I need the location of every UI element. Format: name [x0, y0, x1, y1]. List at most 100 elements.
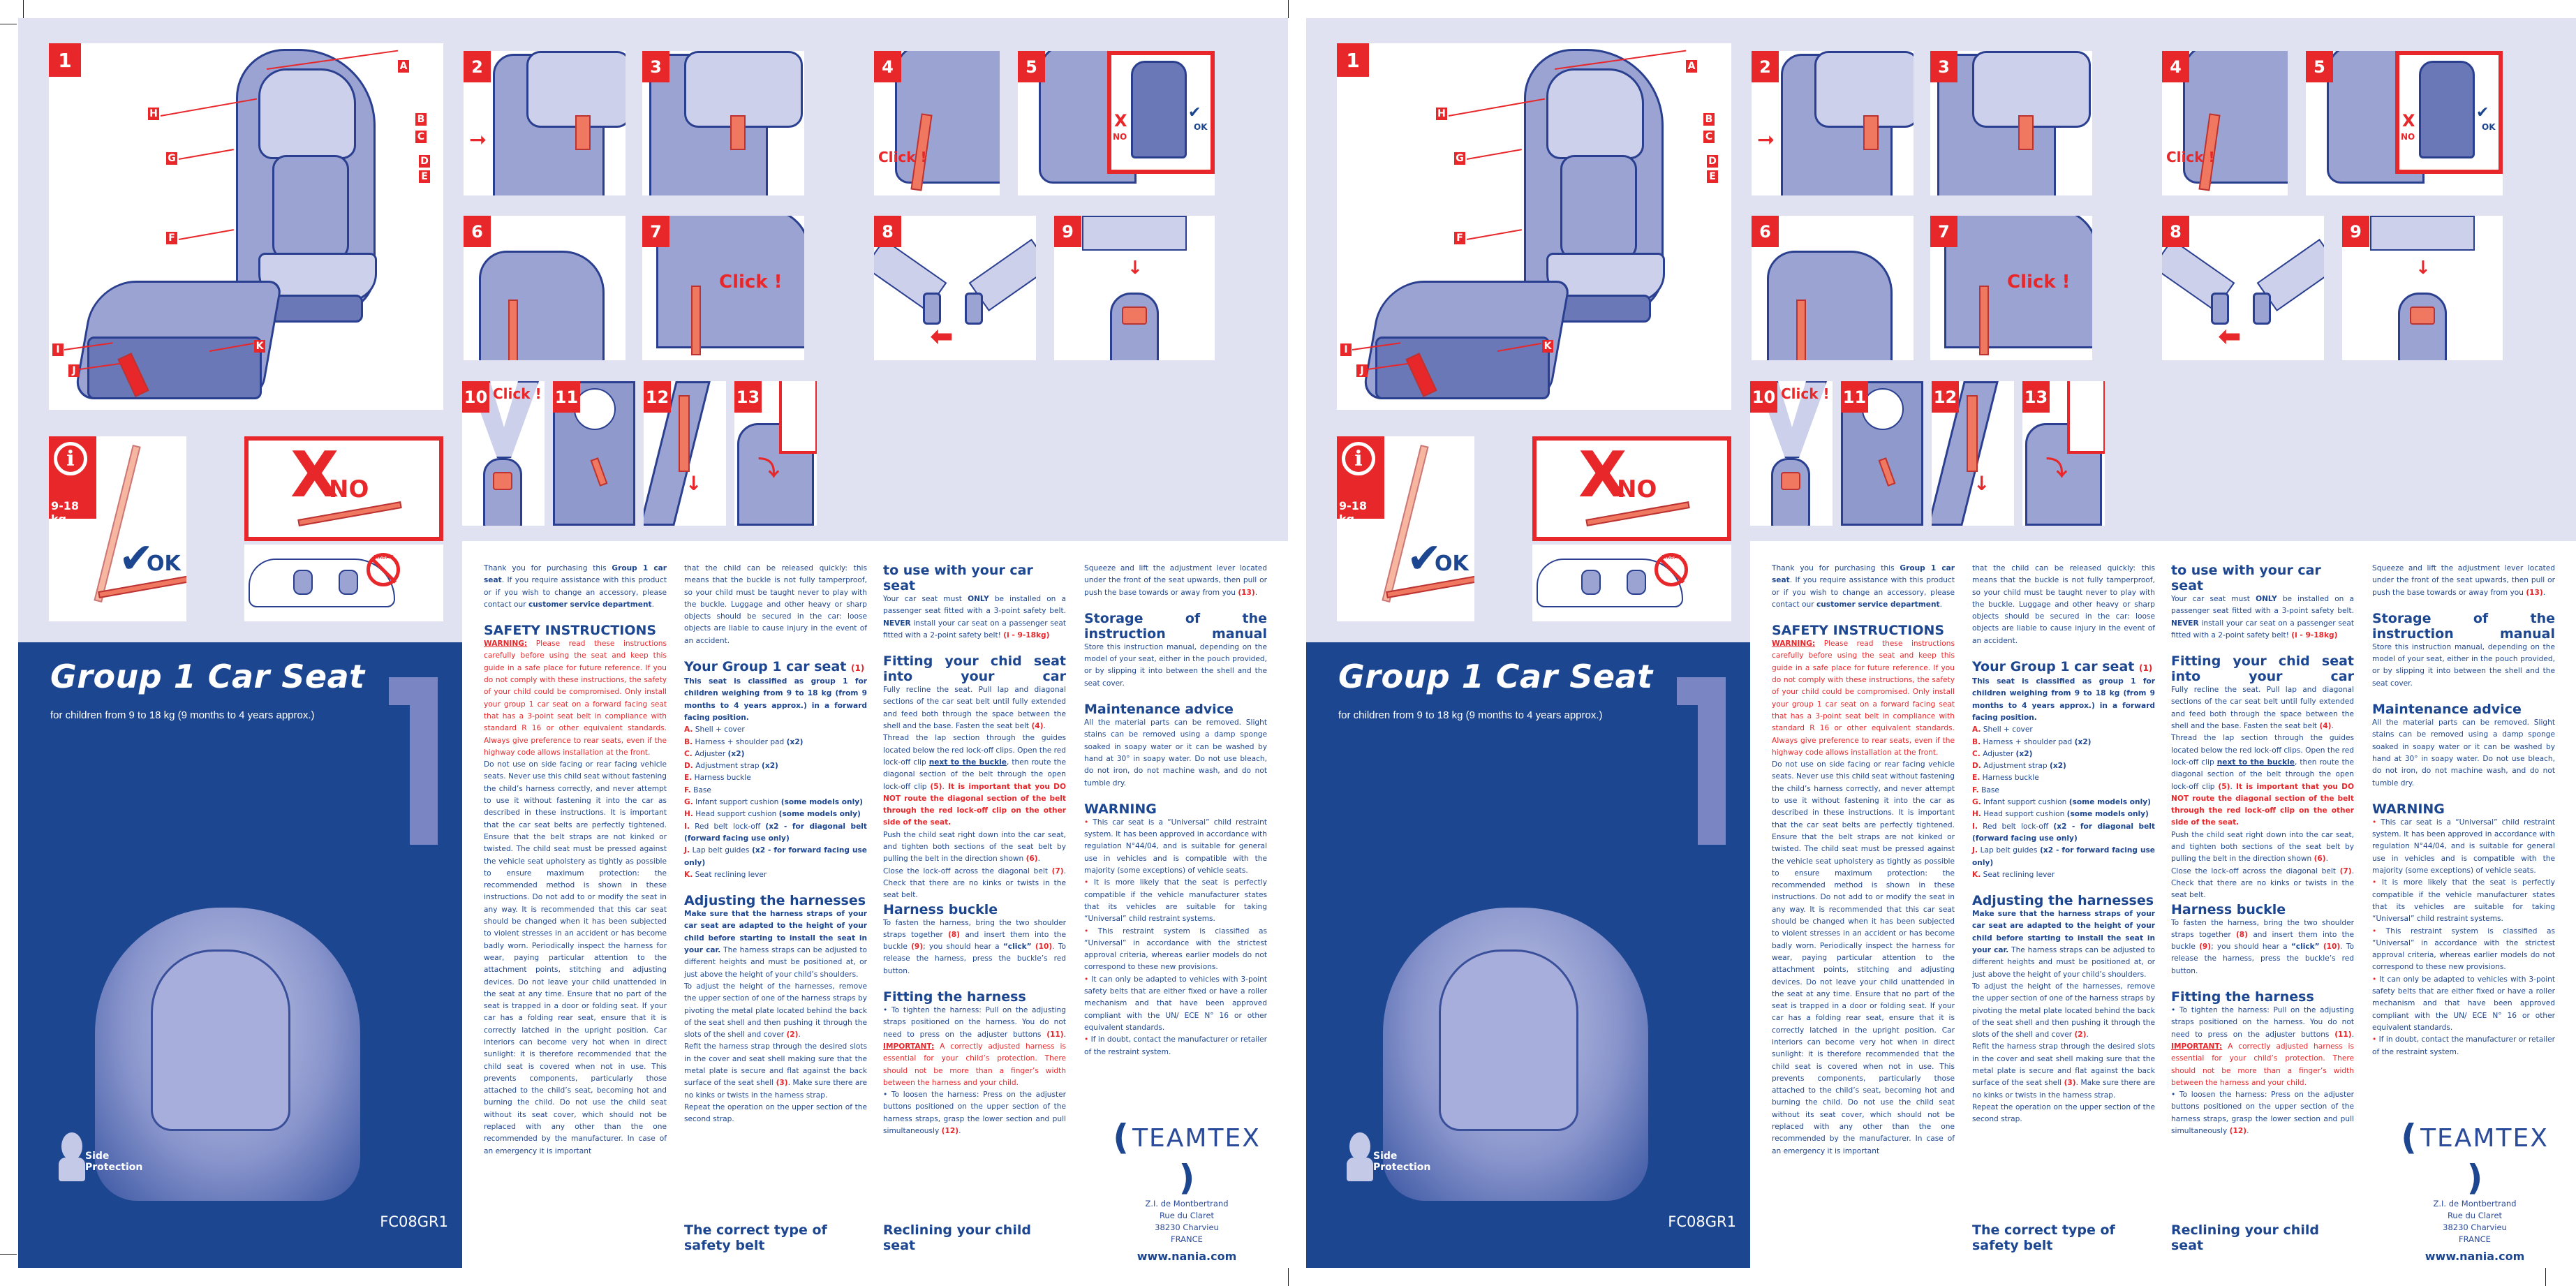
adjusting-harness-heading: Adjusting the harnesses [684, 893, 866, 909]
figure-step-6: 6 [1752, 216, 1914, 360]
harness-strap [575, 115, 591, 150]
figure-step-5: NO X ✔ OK 5 [2306, 51, 2503, 195]
parts-list-item: D. Adjustment strap (x2) [1972, 762, 2066, 771]
text-column-4: Squeeze and lift the adjustment lever lo… [2372, 563, 2555, 1058]
airbag-label: AIRBAG [1661, 554, 1682, 560]
belt-type-paragraph: Your car seat must ONLY be installed on … [883, 595, 1066, 640]
parts-list-item: A. Shell + cover [684, 725, 745, 734]
leader-line [178, 149, 234, 160]
car-seat-backrest [272, 155, 349, 260]
cover-subtitle: for children from 9 to 18 kg (9 months t… [50, 709, 315, 721]
instruction-sheet-right: 1 A B C D E F G H I J K i 9-18 kg [1288, 0, 2576, 1286]
warning-heading: WARNING [1084, 801, 1157, 817]
your-seat-heading: Your Group 1 car seat (1) [684, 659, 865, 675]
checkmark-icon: ✔ [1188, 104, 1201, 121]
harness-strap [2018, 115, 2034, 150]
warning-list: • This car seat is a “Universal” child r… [2372, 817, 2555, 1058]
figure-step-6: 6 [464, 216, 626, 360]
step-number-badge: 6 [464, 216, 491, 247]
part-label-f: F [1454, 232, 1465, 244]
part-label-a: A [1686, 60, 1697, 73]
no-label: NO [329, 475, 369, 503]
company-address: Z.I. de Montbertrand Rue du Claret 38230… [2433, 1199, 2517, 1244]
info-icon: i [1342, 442, 1375, 475]
part-label-i: I [52, 343, 64, 356]
safety-instructions-heading: SAFETY INSTRUCTIONS [484, 623, 657, 639]
step-number-badge: 2 [1752, 51, 1779, 82]
buckle-red-button [2410, 306, 2435, 325]
seat-shell [1944, 216, 2092, 348]
figure-step-9: ↓ 9 [2342, 216, 2503, 360]
no-label: NO [2401, 132, 2415, 142]
leader-line [1466, 149, 1522, 160]
fitting-harness-paragraph-2: • To loosen the harness: Press on the ad… [883, 1091, 1066, 1135]
harness-buckle-heading: Harness buckle [2171, 901, 2286, 917]
harness-straps [1082, 216, 1187, 251]
step-number-badge: 12 [1932, 381, 1959, 413]
buckle-tongue [2211, 293, 2229, 325]
maintenance-paragraph: All the material parts can be removed. S… [2372, 718, 2555, 788]
warning-list-item: • This car seat is a “Universal” child r… [2372, 818, 2555, 875]
harness-strap [1967, 395, 1978, 472]
fitting-harness-paragraph-1: • To tighten the harness: Pull on the ad… [883, 1006, 1066, 1087]
harness-strap [1863, 115, 1879, 150]
step-number-badge: 2 [464, 51, 491, 82]
buckle-tongue [965, 293, 983, 325]
arrow-left-icon: ⬅ [2218, 320, 2242, 353]
inset-reclining-lever [2067, 381, 2105, 454]
seat-belt [1979, 286, 1989, 355]
part-label-d: D [419, 155, 430, 168]
fitting-paragraph-3: Push the child seat right down into the … [2171, 830, 2354, 864]
figure-step-2: ➞ 2 [1752, 51, 1914, 195]
website-link[interactable]: www.nania.com [2425, 1250, 2525, 1263]
parts-list-item: I. Red belt lock-off (x2 - for diagonal … [684, 822, 867, 843]
seat-shell [2183, 51, 2288, 184]
click-label: Click ! [2166, 149, 2215, 165]
front-seat-icon [1627, 570, 1646, 595]
fitting-harness-heading: Fitting the harness [883, 989, 1026, 1005]
side-protection-line2: Protection [1373, 1162, 1431, 1173]
seat-headrest [526, 51, 626, 128]
figure-step-4: Click ! 4 [874, 51, 1000, 195]
warning-list: • This car seat is a “Universal” child r… [1084, 817, 1267, 1058]
parts-list-item: J. Lap belt guides (x2 - for forward fac… [1972, 846, 2155, 867]
rear-seat-icon [1581, 570, 1601, 595]
your-seat-lead: This seat is classified as group 1 for c… [1972, 677, 2155, 722]
warning-heading: WARNING [2372, 801, 2445, 817]
fitting-paragraph-1: Fully recline the seat. Pull lap and dia… [2171, 686, 2354, 731]
x-mark-icon: X [2402, 111, 2415, 131]
parts-list-item: H. Head support cushion (some models onl… [684, 810, 861, 819]
teamtex-logo: ( TEAMTEX ) [2401, 1117, 2549, 1198]
adjusting-paragraph-2: To adjust the height of the harnesses, r… [684, 982, 867, 1040]
parts-list-item: K. Seat reclining lever [1972, 870, 2055, 879]
adjusting-paragraph-1: Make sure that the harness straps of you… [684, 910, 867, 979]
car-seat-headrest [258, 68, 356, 159]
figure-belt-type-ok: i 9-18 kg ✔ OK [49, 436, 186, 621]
figure-step-7: Click ! 7 [642, 216, 804, 360]
text-area-background [462, 541, 1288, 1268]
step-number-badge: 10 [462, 381, 489, 413]
website-link[interactable]: www.nania.com [1137, 1250, 1237, 1263]
buckle-red-button [1781, 472, 1800, 490]
teamtex-logo-block: ( TEAMTEX ) Z.I. de Montbertrand Rue du … [2394, 1117, 2555, 1263]
safety-body: Do not use on side facing or rear facing… [484, 760, 667, 1155]
child-body-shape [1347, 1158, 1373, 1181]
no-airbag-icon [1655, 553, 1688, 586]
child-head-shape [61, 1132, 82, 1160]
step-number-badge: 8 [874, 216, 901, 247]
parts-list-item: J. Lap belt guides (x2 - for forward fac… [684, 846, 867, 867]
fitting-harness-heading: Fitting the harness [2171, 989, 2314, 1005]
parts-list-item: F. Base [1972, 785, 1999, 794]
part-label-k: K [1542, 340, 1553, 353]
side-protection-line1: Side [85, 1151, 110, 1162]
fitting-paragraph-4: Close the lock-off across the diagonal b… [883, 866, 1066, 900]
click-label: Click ! [878, 149, 927, 165]
part-label-j: J [1356, 364, 1368, 377]
harness-strap [730, 115, 746, 150]
buckle-red-button [1122, 306, 1147, 325]
arrow-down-icon: ↓ [1127, 258, 1143, 279]
safety-body: Do not use on side facing or rear facing… [1772, 760, 1955, 1155]
cover-car-seat-inner [151, 949, 290, 1131]
figure-step-13: ⤵ 13 [2022, 381, 2105, 526]
